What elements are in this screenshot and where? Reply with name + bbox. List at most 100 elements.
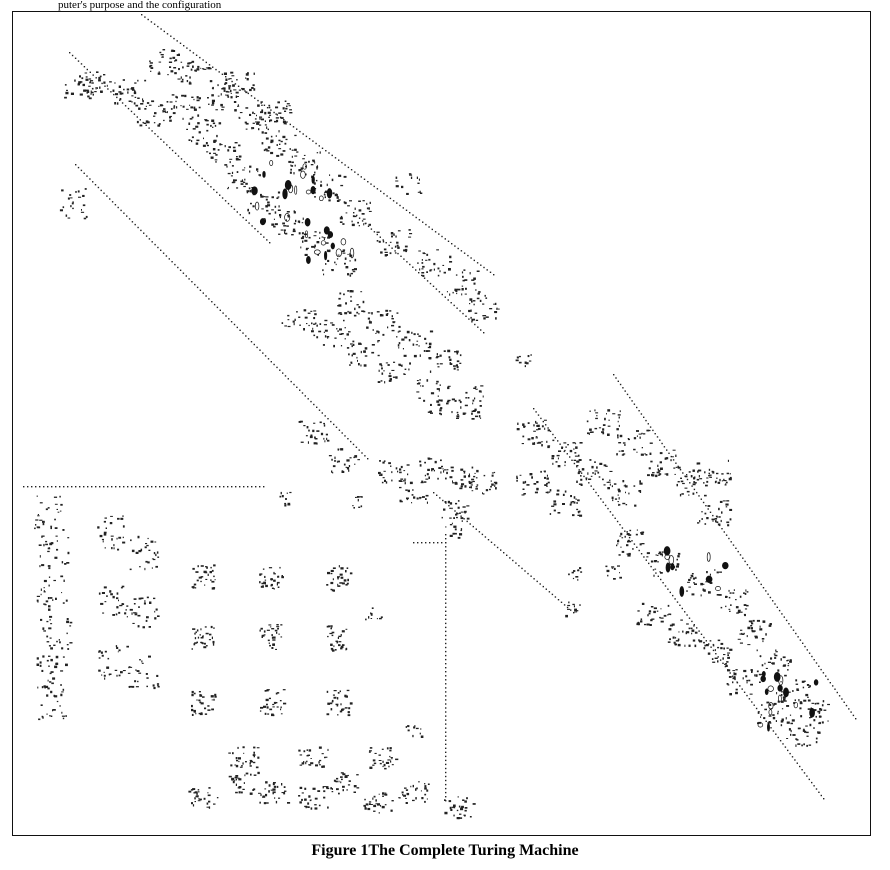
cell-mark	[320, 432, 324, 436]
cell-mark	[762, 640, 764, 643]
cell-mark	[287, 325, 291, 328]
cell-mark	[284, 100, 287, 102]
cell-mark	[694, 583, 697, 585]
cell-mark	[195, 712, 197, 715]
glider-dot	[154, 243, 156, 246]
cell-mark	[200, 641, 203, 644]
cell-mark	[795, 683, 799, 685]
cell-mark	[763, 717, 766, 720]
cell-mark	[206, 806, 210, 808]
cell-mark	[133, 612, 137, 614]
cell-mark	[573, 459, 576, 461]
glider-dot	[213, 303, 216, 306]
cell-mark	[606, 569, 610, 573]
cell-mark	[455, 289, 458, 292]
cell-mark	[391, 479, 393, 482]
cell-mark	[61, 561, 64, 564]
cell-mark	[660, 620, 664, 623]
cell-mark	[298, 316, 301, 318]
cell-mark	[399, 499, 402, 502]
glider-dot	[429, 542, 431, 544]
cell-mark	[464, 815, 466, 817]
cell-mark	[379, 762, 382, 765]
cell-mark	[52, 599, 54, 601]
cell-mark	[464, 809, 467, 812]
cell-mark	[276, 626, 280, 628]
cell-mark	[276, 144, 278, 146]
cell-mark	[614, 498, 618, 500]
cell-mark	[146, 616, 149, 619]
cell-mark	[489, 308, 493, 310]
cell-mark	[189, 118, 193, 120]
cell-mark	[67, 537, 70, 539]
cell-mark	[206, 567, 208, 569]
cell-mark	[61, 592, 63, 594]
cell-mark	[117, 651, 119, 653]
cell-mark	[287, 319, 290, 321]
cell-mark	[293, 211, 296, 214]
cell-mark	[97, 526, 100, 529]
cell-mark	[342, 252, 346, 254]
cell-mark	[144, 567, 146, 571]
cell-mark	[349, 572, 353, 575]
cell-mark	[207, 792, 209, 794]
cell-mark	[334, 456, 336, 460]
cell-mark	[245, 91, 248, 94]
glider-dot	[376, 233, 378, 236]
cell-mark	[571, 571, 574, 574]
cell-mark	[260, 193, 262, 196]
cell-mark	[462, 275, 464, 278]
cell-mark	[226, 165, 228, 168]
cell-mark	[430, 412, 433, 414]
cell-mark	[53, 644, 56, 646]
cell-mark	[389, 749, 392, 752]
cell-mark	[48, 645, 51, 647]
cell-mark	[594, 427, 598, 430]
cell-mark	[413, 496, 416, 499]
cell-mark	[235, 775, 239, 777]
cell-mark	[333, 645, 335, 648]
cell-mark	[155, 565, 158, 568]
cell-mark	[282, 107, 285, 110]
cell-mark	[340, 345, 343, 347]
glider-dot	[744, 560, 746, 563]
cell-mark	[436, 249, 439, 251]
cell-mark	[420, 790, 422, 792]
cell-mark	[303, 309, 307, 312]
cell-mark	[598, 427, 602, 429]
cell-mark	[250, 202, 252, 205]
glider-dot	[445, 783, 447, 786]
cell-mark	[305, 165, 307, 168]
cell-mark	[403, 373, 405, 375]
cell-mark	[364, 355, 368, 357]
glider-dot	[154, 133, 156, 135]
cell-mark	[306, 426, 309, 429]
cell-mark	[169, 66, 172, 68]
glider-dot	[175, 486, 177, 488]
cell-mark	[64, 563, 67, 565]
cell-mark	[145, 543, 148, 545]
cell-mark	[191, 708, 194, 712]
glider-dot	[512, 559, 514, 562]
glider-dot	[445, 747, 447, 749]
cell-mark	[199, 701, 202, 704]
cell-mark	[272, 703, 275, 706]
cell-mark	[750, 620, 753, 623]
cell-mark	[704, 523, 707, 525]
cell-mark	[607, 425, 611, 427]
glider-dot	[373, 231, 376, 233]
cell-mark	[146, 677, 149, 679]
cell-mark	[684, 644, 686, 647]
cell-mark	[176, 54, 180, 56]
glider-dot	[619, 383, 622, 386]
cell-mark	[338, 304, 342, 307]
cell-mark	[261, 582, 265, 585]
cell-mark	[457, 796, 459, 798]
glider-dot	[471, 321, 473, 323]
cell-mark	[239, 766, 243, 768]
cell-mark	[330, 627, 332, 630]
cell-mark	[420, 735, 424, 738]
cell-mark	[459, 487, 463, 490]
cell-mark	[211, 94, 214, 97]
cell-mark	[797, 743, 801, 745]
